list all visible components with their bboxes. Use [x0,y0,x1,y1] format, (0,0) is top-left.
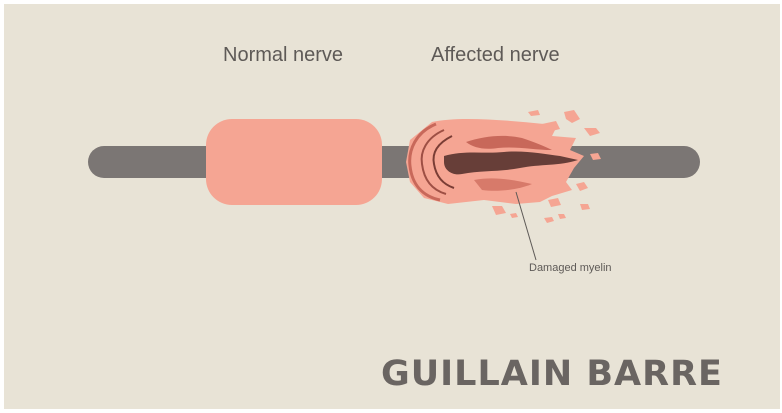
nerve-diagram [4,4,780,409]
diagram-canvas: Normal nerve Affected nerve Damaged myel… [4,4,780,409]
affected-nerve-label: Affected nerve [431,44,560,67]
normal-nerve-label: Normal nerve [223,44,343,67]
damaged-myelin-label: Damaged myelin [529,262,612,274]
axon [88,146,700,178]
page-title: GUILLAIN BARRE [381,354,723,394]
damaged-myelin-sheath [406,110,601,223]
normal-myelin-sheath [206,119,382,205]
